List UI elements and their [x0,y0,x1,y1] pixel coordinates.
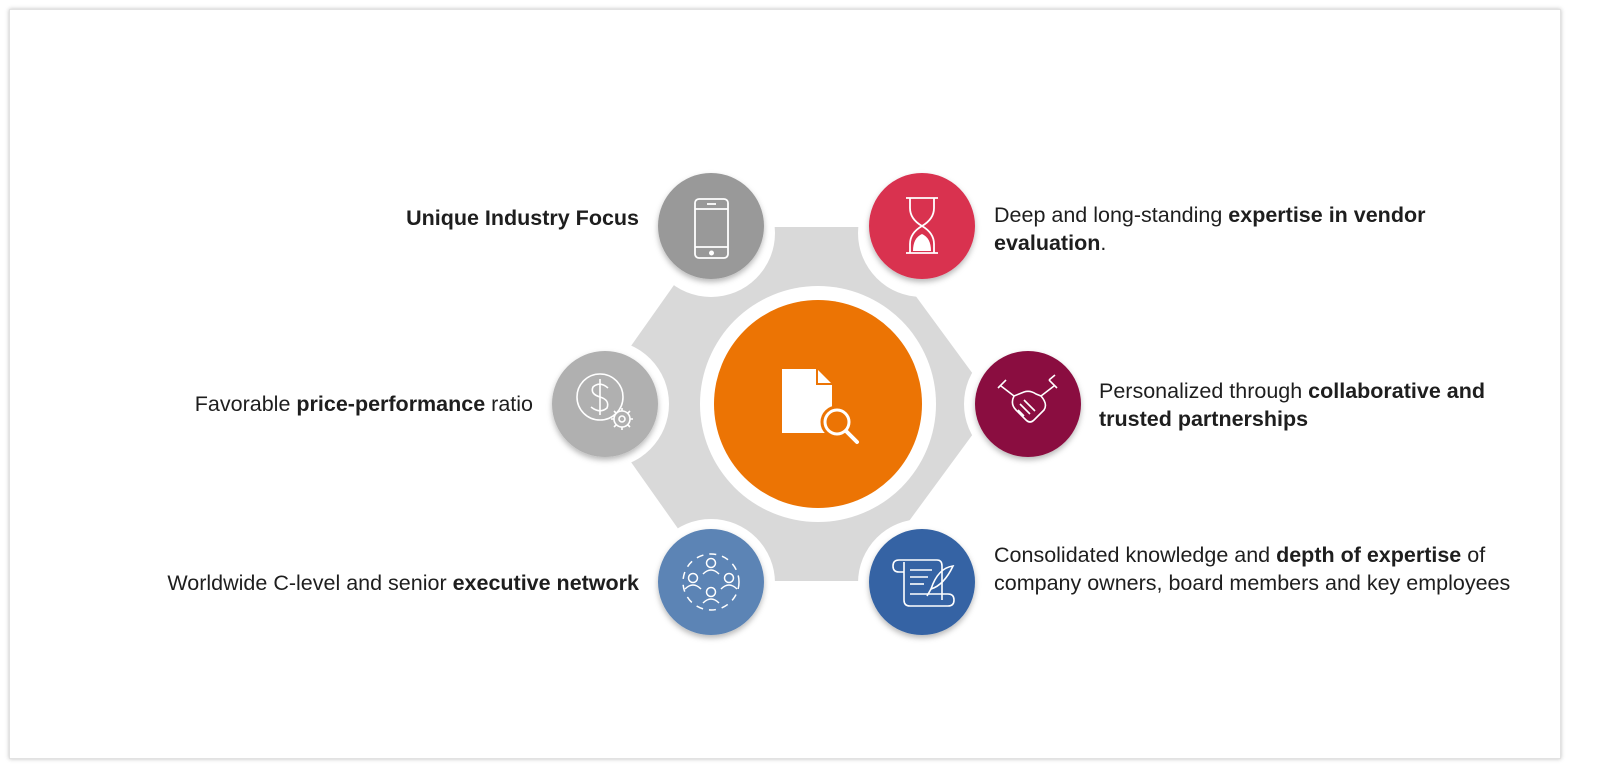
smartphone-icon [694,198,729,259]
label-price-performance: Favorable price-performance ratio [194,392,533,416]
circle-price-performance [552,351,658,457]
people-network-icon [682,553,740,611]
dollar-gear-icon [576,373,633,430]
scroll-quill-icon [892,559,955,607]
circle-depth-of-expertise [869,529,975,635]
hourglass-icon [906,197,938,254]
handshake-icon [997,374,1058,423]
circle-executive-network [658,529,764,635]
label-depth-of-expertise: Consolidated knowledge and depth of expe… [994,543,1511,595]
label-partnerships: Personalized through collaborative and t… [1099,379,1486,431]
label-executive-network: Worldwide C-level and senior executive n… [167,571,639,595]
label-vendor-evaluation: Deep and long-standing expertise in vend… [994,203,1426,255]
document-search-icon [782,369,859,444]
circle-unique-industry-focus [658,173,764,279]
label-unique-industry-focus: Unique Industry Focus [406,206,639,230]
